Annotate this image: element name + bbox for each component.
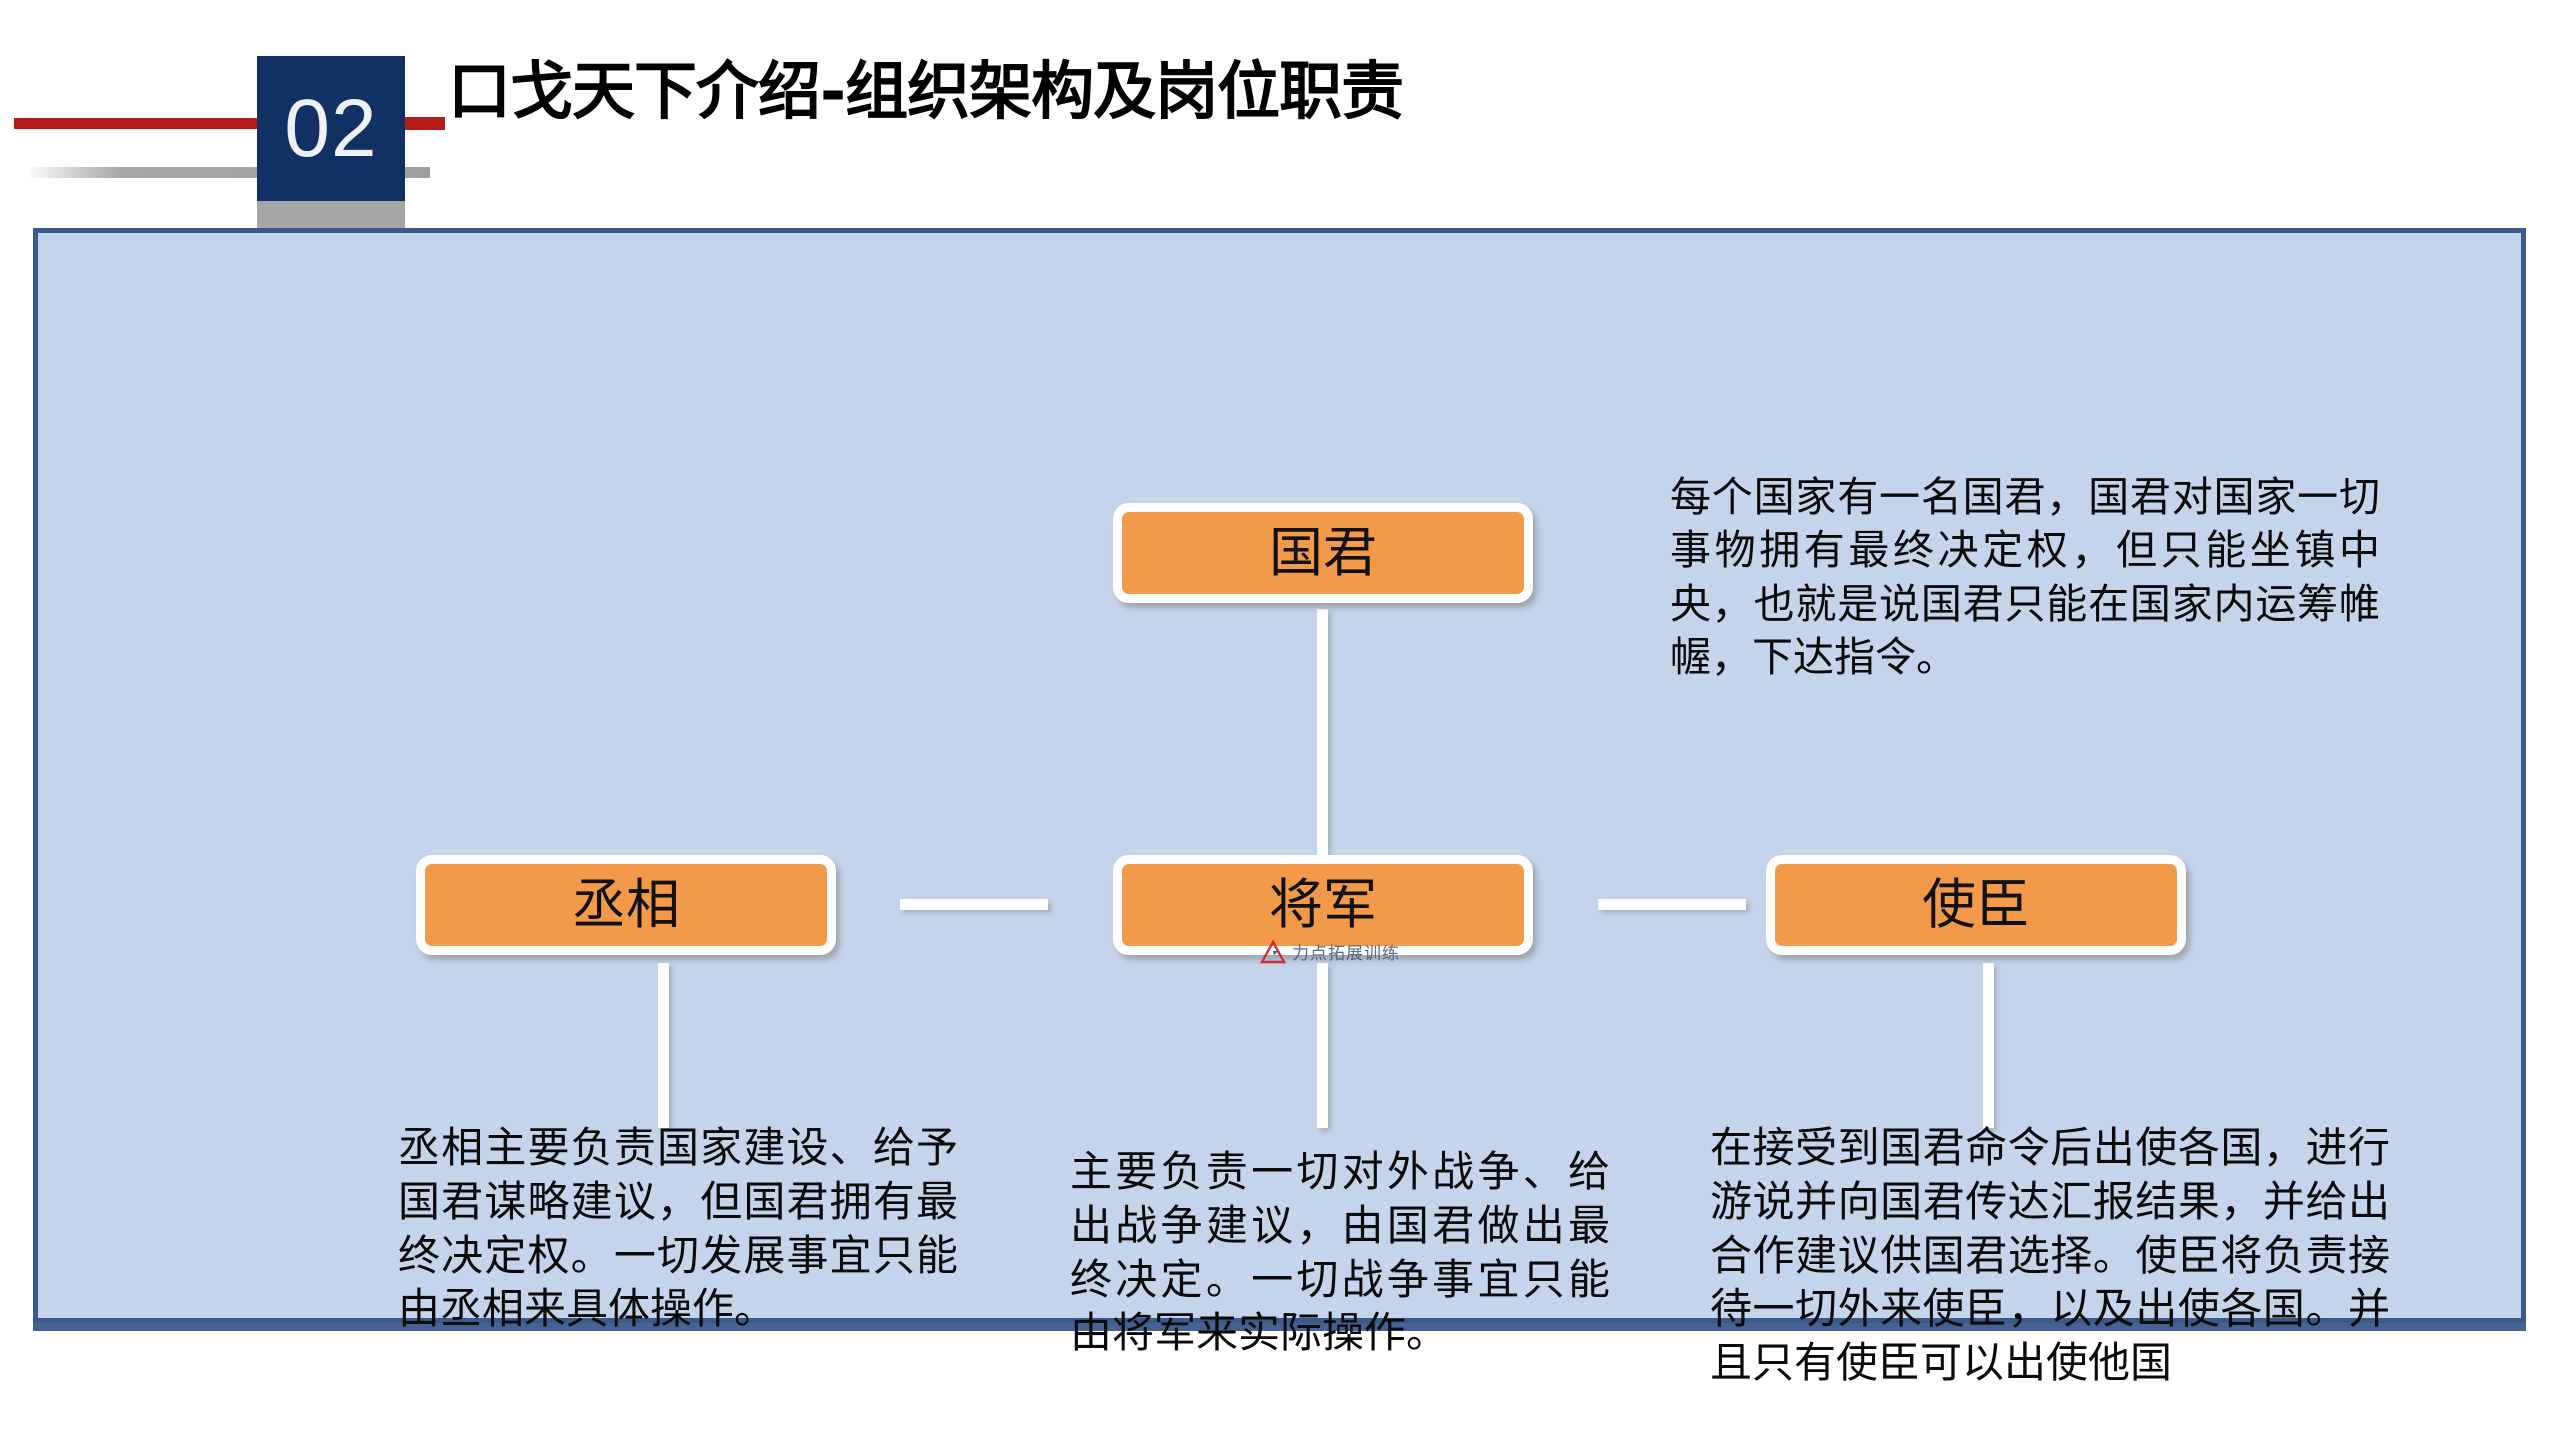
node-ruler-label: 国君: [1269, 521, 1377, 584]
connector-chancellor-to-note: [658, 963, 669, 1128]
connector-general-to-envoy: [1598, 899, 1746, 910]
note-ruler: 每个国家有一名国君，国君对国家一切事物拥有最终决定权，但只能坐镇中央，也就是说国…: [1670, 473, 2380, 681]
node-ruler[interactable]: 国君: [1113, 503, 1533, 603]
node-chancellor[interactable]: 丞相: [416, 855, 836, 955]
note-envoy: 在接受到国君命令后出使各国，进行游说并向国君传达汇报结果，并给出合作建议供国君选…: [1710, 1123, 2390, 1387]
connector-general-to-note: [1317, 963, 1328, 1128]
page-title-rest: 介绍-组织架构及岗位职责: [696, 55, 1404, 128]
connector-chancellor-to-general: [900, 899, 1048, 910]
header-gray-rule: [30, 167, 430, 178]
node-envoy[interactable]: 使臣: [1766, 855, 2186, 955]
header-red-rule: [14, 118, 429, 129]
header-red-dash: [405, 117, 445, 130]
node-general[interactable]: 将军: [1113, 855, 1533, 955]
node-envoy-label: 使臣: [1922, 873, 2030, 936]
node-chancellor-label: 丞相: [572, 873, 680, 936]
page-title: 口戈天下介绍-组织架构及岗位职责: [448, 59, 1508, 124]
note-chancellor: 丞相主要负责国家建设、给予国君谋略建议，但国君拥有最终决定权。一切发展事宜只能由…: [398, 1123, 958, 1334]
connector-ruler-to-general: [1317, 609, 1328, 857]
triangle-logo-icon: [1260, 939, 1286, 963]
org-chart-panel: 国君 丞相 将军 使臣 力点拓展训练 每个国家有一名国君，国君对国家一切事物拥有…: [33, 228, 2526, 1387]
section-number-chip: 02: [257, 56, 405, 201]
connector-envoy-to-note: [1983, 963, 1994, 1128]
watermark-text: 力点拓展训练: [1292, 944, 1400, 964]
node-general-label: 将军: [1269, 873, 1377, 936]
page-title-lead: 口戈天下: [448, 55, 697, 128]
watermark: 力点拓展训练: [1260, 939, 1400, 964]
slide-header: 02 口戈天下介绍-组织架构及岗位职责: [0, 0, 2560, 240]
note-general: 主要负责一切对外战争、给出战争建议，由国君做出最终决定。一切战争事宜只能由将军来…: [1070, 1147, 1610, 1358]
section-number-label: 02: [284, 82, 378, 174]
